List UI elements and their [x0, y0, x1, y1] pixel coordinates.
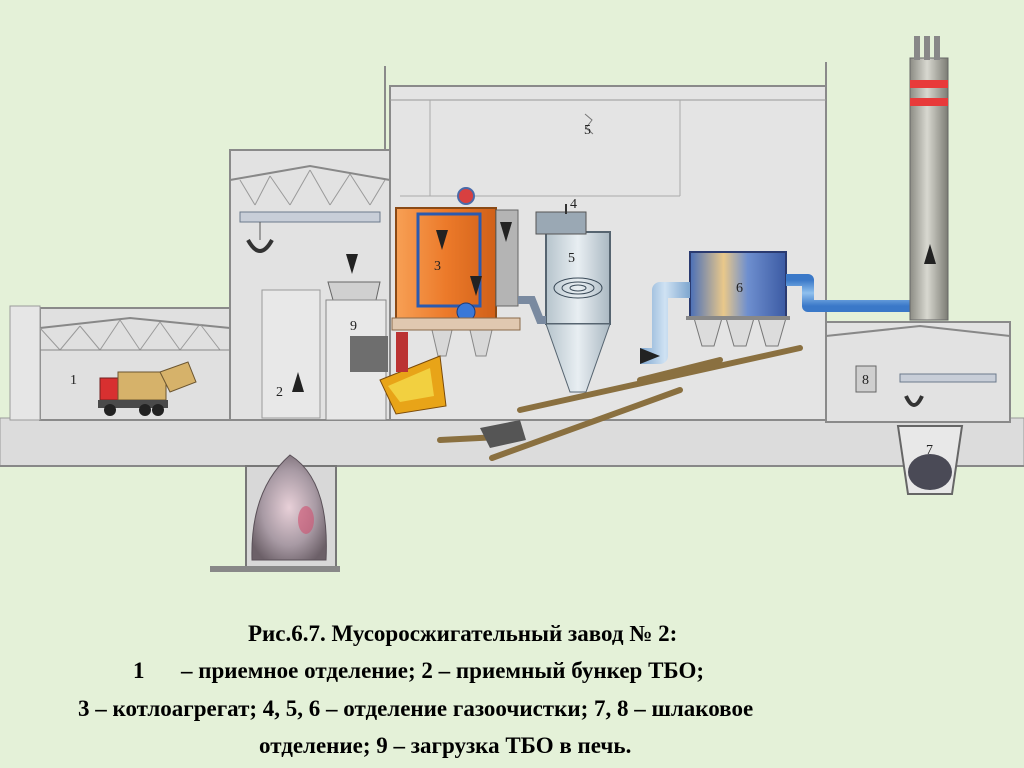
waste-pit	[210, 454, 340, 572]
garbage-truck	[98, 361, 197, 416]
label-2: 2	[276, 385, 283, 400]
chimney	[909, 36, 949, 321]
label-5: 5	[568, 251, 575, 266]
label-6: 6	[736, 281, 743, 296]
label-1: 1	[70, 373, 77, 388]
label-7: 7	[926, 443, 933, 458]
boiler-unit	[379, 187, 521, 415]
conveyors	[437, 345, 803, 461]
figure-caption: Рис.6.7. Мусоросжигательный завод № 2: 1…	[0, 600, 1024, 768]
electrofilter-6	[686, 251, 790, 347]
caption-line-3: 3 – котлоагрегат; 4, 5, 6 – отделение га…	[78, 696, 754, 721]
flow-arrows	[292, 222, 936, 392]
label-9: 9	[350, 319, 357, 334]
caption-title: Рис.6.7. Мусоросжигательный завод № 2:	[248, 621, 678, 646]
gas-cleaning-unit-5	[535, 204, 611, 393]
slag-department	[825, 321, 1011, 495]
caption-line-2-text: – приемное отделение; 2 – приемный бунке…	[181, 658, 705, 683]
label-4: 4	[570, 197, 577, 212]
label-3: 3	[434, 259, 441, 274]
label-8: 8	[862, 373, 869, 388]
caption-line-2-number: 1	[133, 658, 145, 683]
caption-line-2: 1 – приемное отделение; 2 – приемный бунк…	[133, 652, 704, 689]
incineration-plant-diagram: 1 2 3 4 5 6 7 8 9 5	[0, 36, 1024, 572]
label-5-top: 5	[584, 123, 591, 138]
caption-line-4: отделение; 9 – загрузка ТБО в печь.	[259, 733, 632, 758]
chimney-pipe	[786, 274, 930, 312]
flue-duct	[518, 296, 546, 324]
feed-hopper	[325, 281, 388, 421]
ash-hopper	[480, 420, 526, 448]
